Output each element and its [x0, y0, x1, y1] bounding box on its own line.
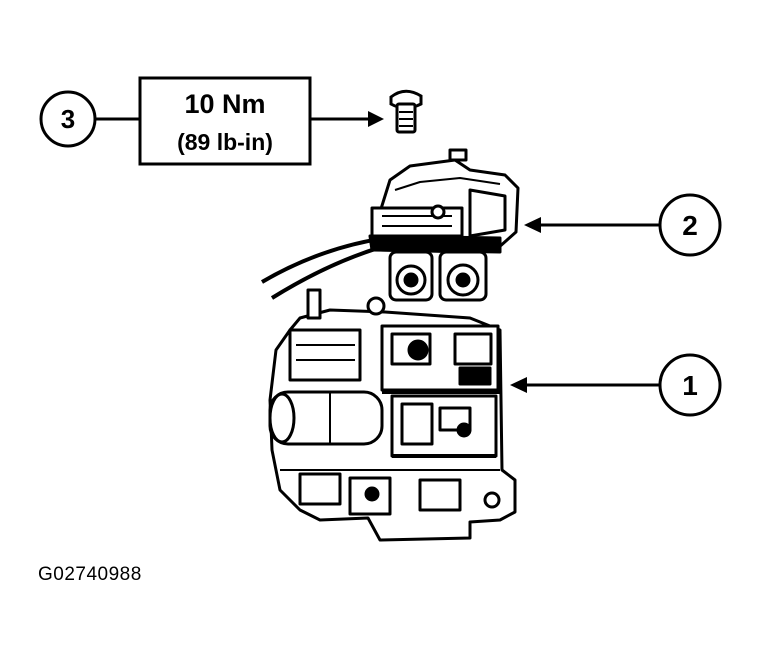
- callout-2-circle: [658, 193, 722, 257]
- torque-spec-box: [138, 76, 312, 166]
- callout-1-group: 1: [510, 353, 722, 417]
- upper-component-drawing: [260, 148, 520, 302]
- callout-1-label: 1: [682, 370, 698, 401]
- valve-body-drawing: [268, 288, 517, 542]
- callout-3-group: 3 10 Nm (89 lb-in): [39, 76, 423, 166]
- torque-arrowhead: [368, 111, 384, 127]
- figure-code: G02740988: [38, 564, 142, 585]
- callout-2-label: 2: [682, 210, 698, 241]
- callout-2-arrowhead: [524, 217, 541, 233]
- callout-1-circle: [658, 353, 722, 417]
- callout-3-label: 3: [61, 104, 75, 134]
- callout-1-arrowhead: [510, 377, 527, 393]
- bolt-icon: [389, 89, 423, 134]
- callout-2-group: 2: [524, 193, 722, 257]
- torque-imperial: (89 lb-in): [177, 129, 273, 155]
- torque-metric: 10 Nm: [184, 89, 265, 119]
